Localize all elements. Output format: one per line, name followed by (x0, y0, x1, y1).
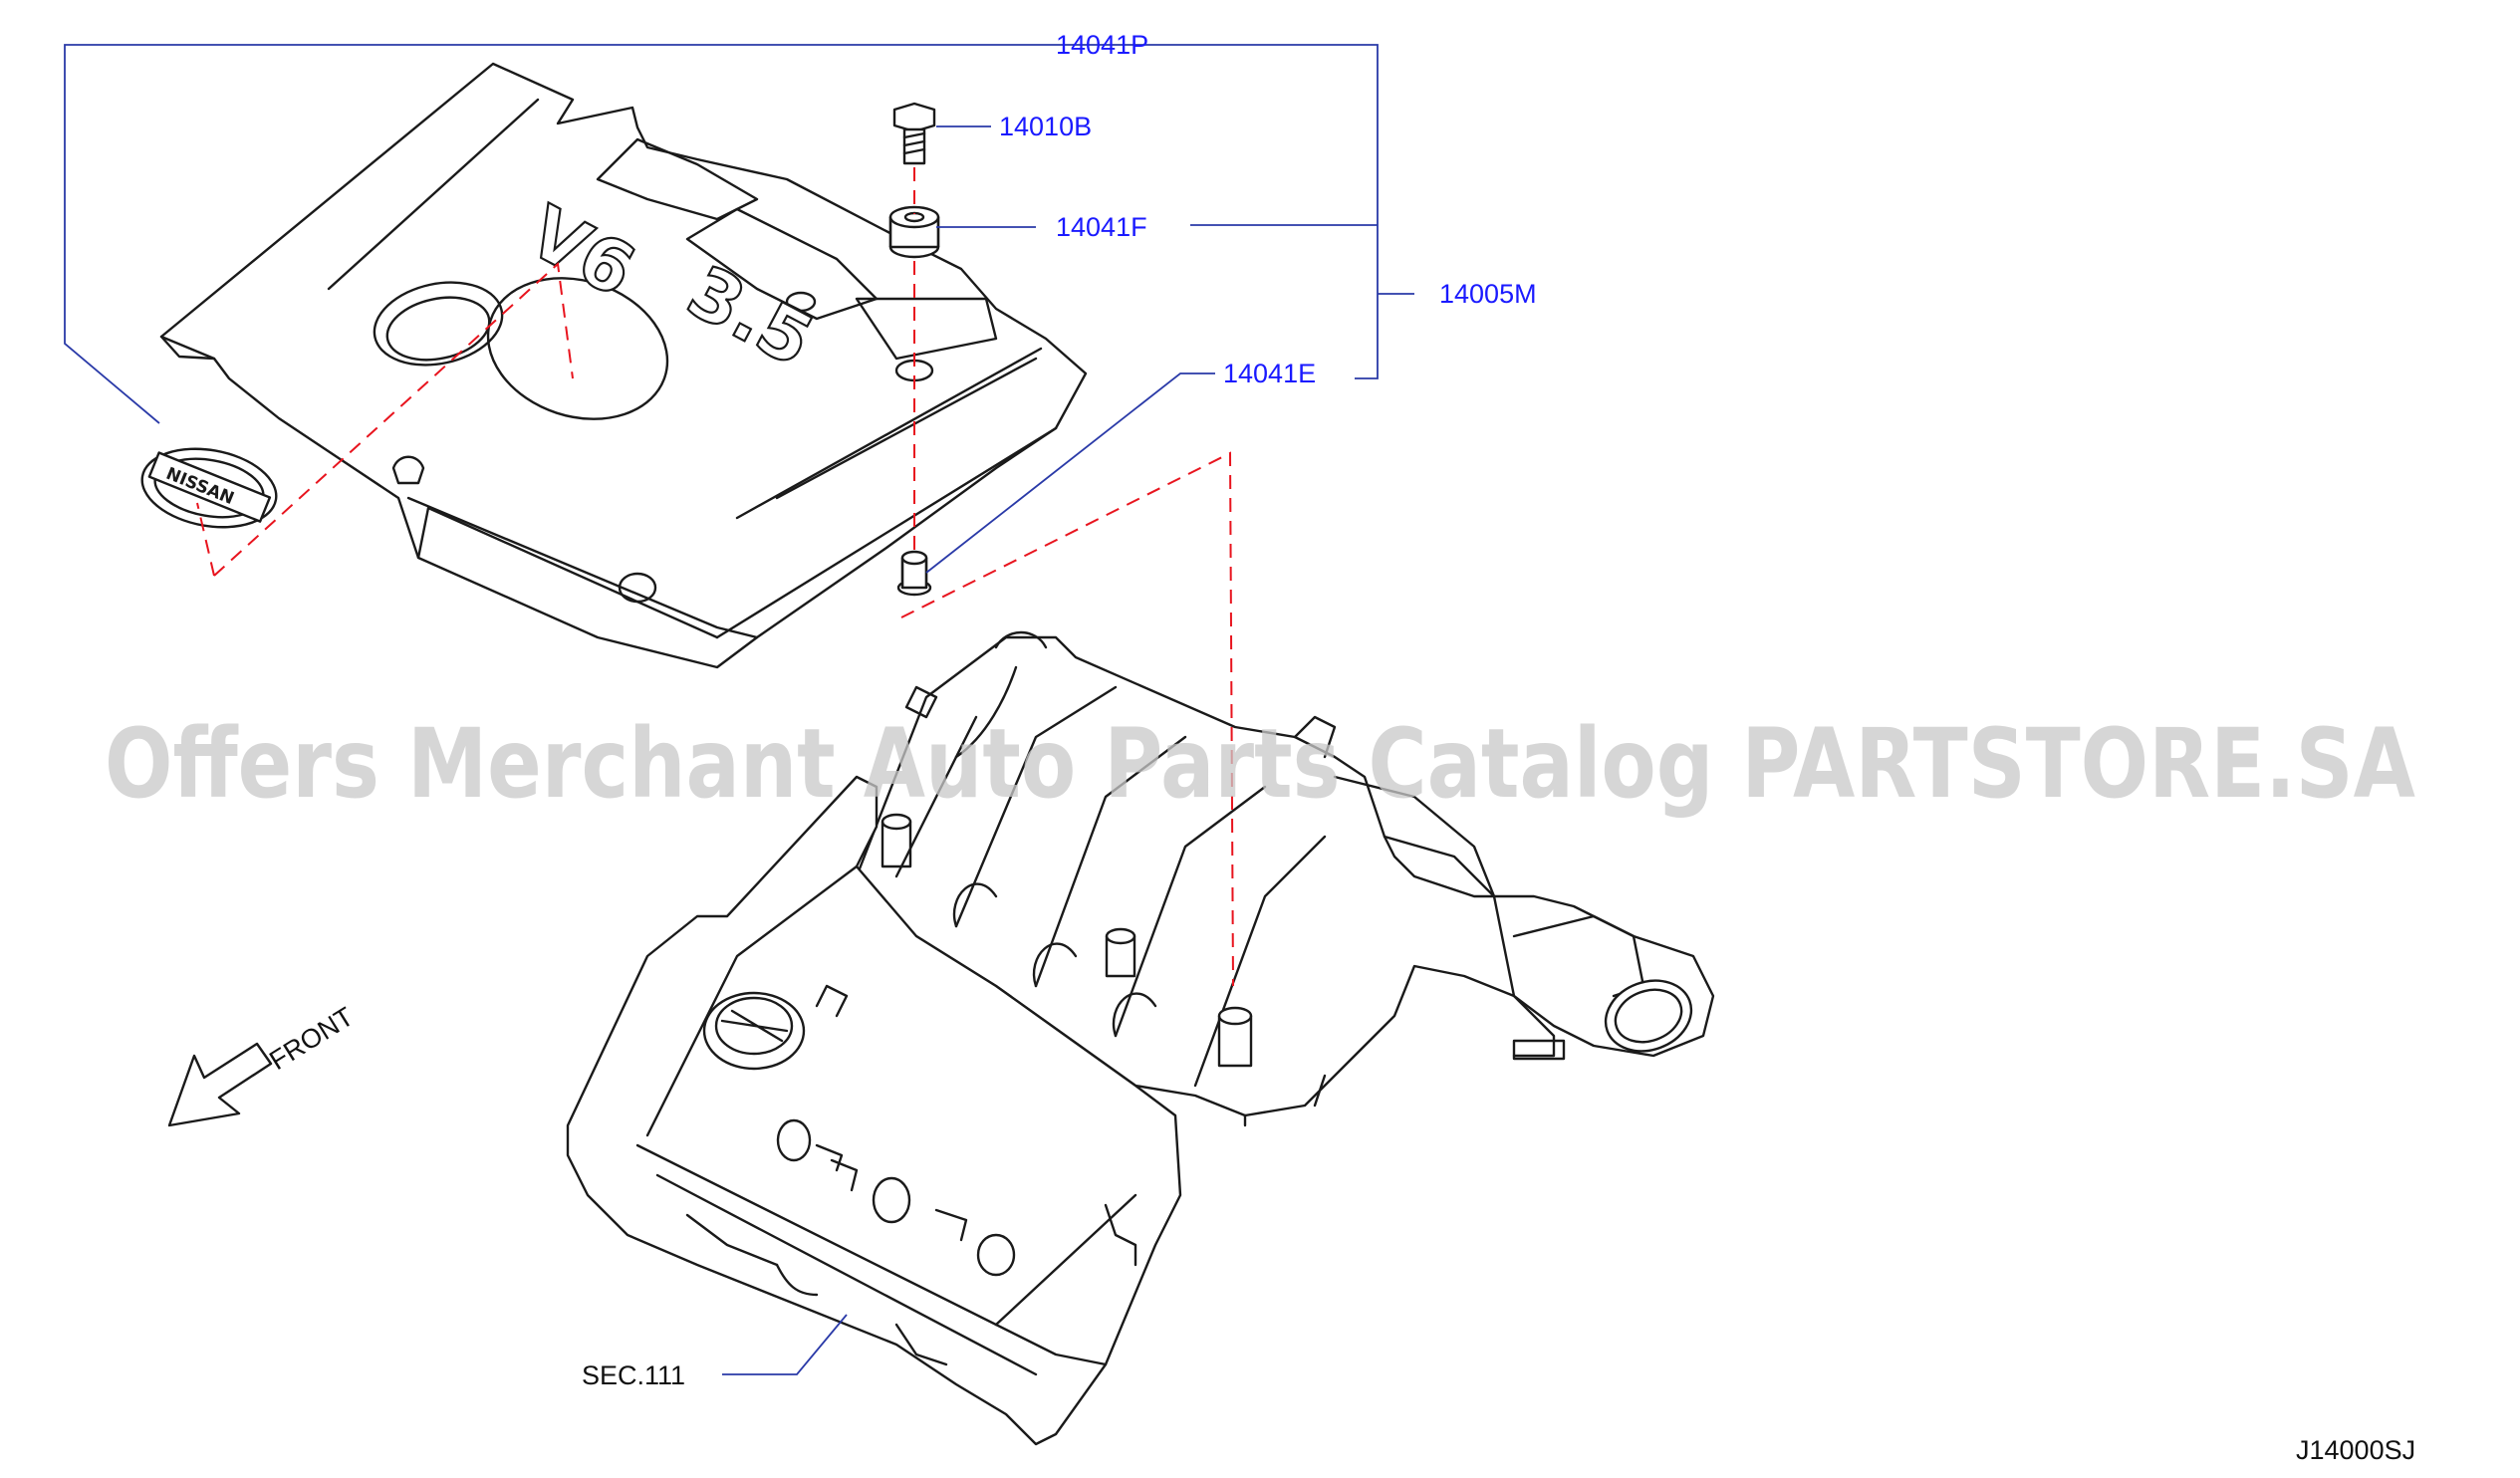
grommet-14041f[interactable] (888, 205, 940, 259)
callout-14041p[interactable]: 14041P (1056, 30, 1148, 60)
callout-14010b[interactable]: 14010B (999, 112, 1092, 141)
engine-cover[interactable]: V6 3.5 (159, 62, 1088, 669)
stud-14041e[interactable] (896, 550, 932, 597)
rocker-cover[interactable] (566, 775, 1182, 1446)
callout-14041f[interactable]: 14041F (1056, 212, 1147, 242)
intake-manifold[interactable] (855, 630, 1715, 1127)
leader-lines (64, 44, 1414, 1375)
front-label: FRONT (264, 1001, 359, 1076)
alignment-dashed-lines (196, 167, 1234, 987)
bolt-14010b[interactable] (892, 102, 936, 165)
diagram-code: J14000SJ (2296, 1435, 2415, 1465)
section-reference[interactable]: SEC.111 (582, 1360, 685, 1390)
callout-14041e[interactable]: 14041E (1223, 359, 1316, 388)
front-arrow: FRONT (167, 1001, 359, 1127)
callout-14005m[interactable]: 14005M (1439, 279, 1537, 309)
nissan-emblem[interactable]: NISSAN (135, 439, 282, 537)
watermark: Offers Merchant Auto Parts Catalog PARTS… (105, 708, 2415, 820)
